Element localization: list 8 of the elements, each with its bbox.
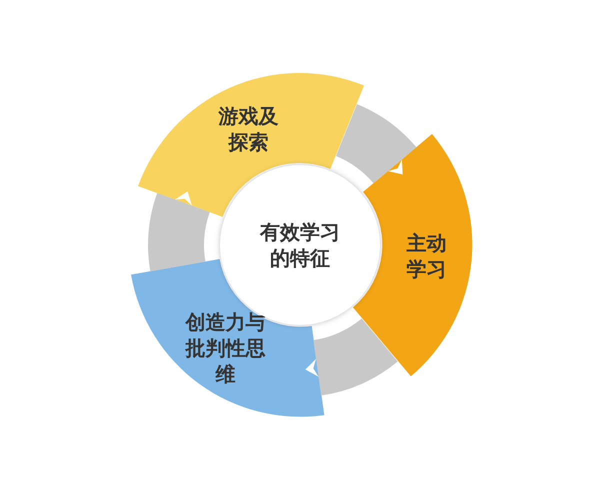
ring-segment xyxy=(352,134,472,377)
segment-label: 创造力与批判性思维 xyxy=(184,308,266,387)
arrow xyxy=(305,318,397,396)
segment-label: 游戏及探索 xyxy=(217,102,280,155)
ring-segment xyxy=(138,73,364,217)
arrow xyxy=(335,104,416,184)
segment-label: 主动学习 xyxy=(406,230,448,282)
segment-label: 有效学习的特征 xyxy=(258,219,341,271)
